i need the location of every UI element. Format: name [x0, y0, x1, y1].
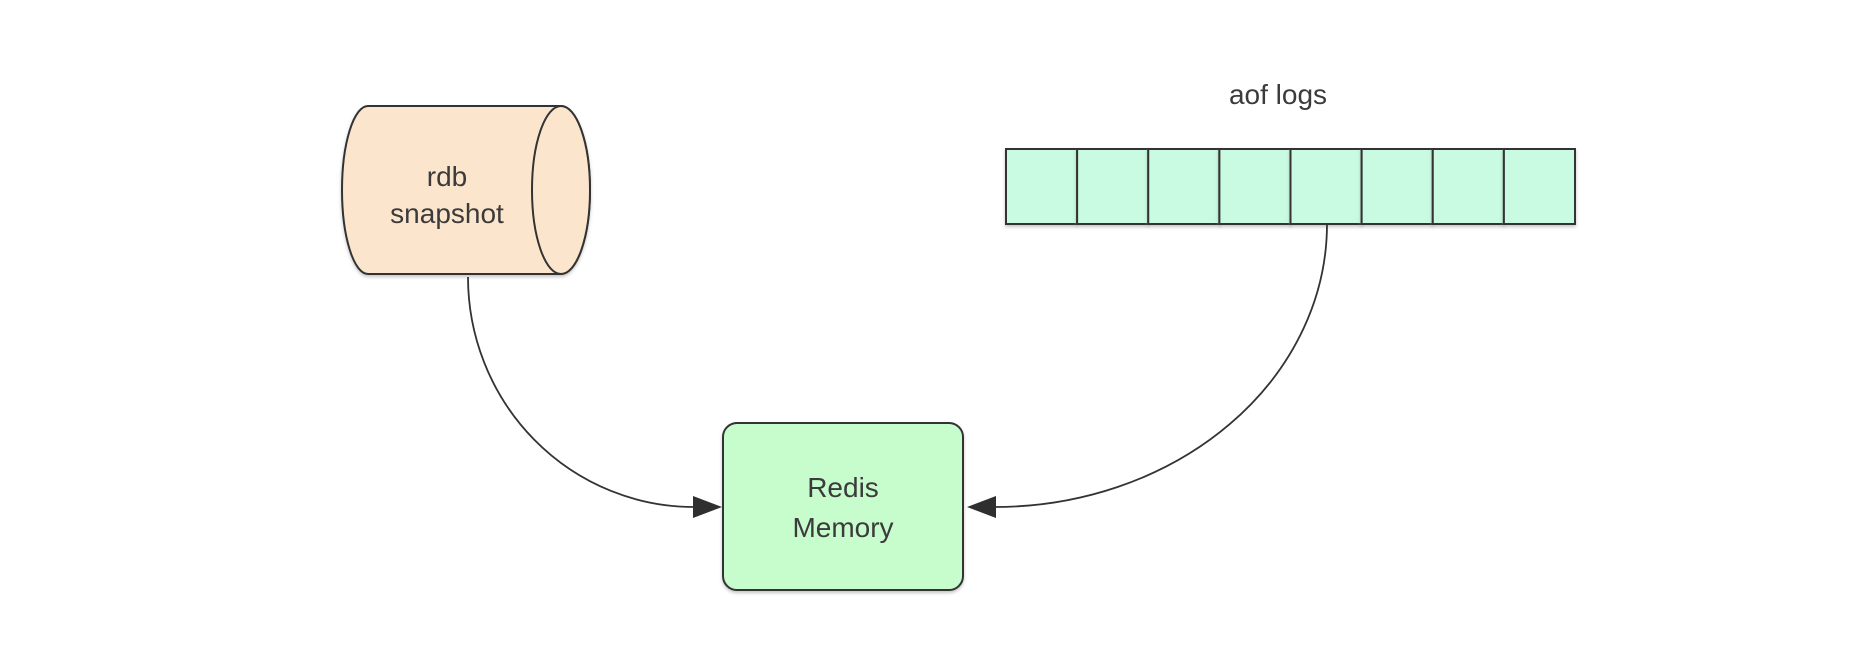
node-redis-memory: Redis Memory — [722, 422, 964, 591]
aof-log-segment — [1431, 148, 1505, 225]
aof-log-segment — [1005, 148, 1079, 225]
redis-label-line1: Redis — [807, 472, 879, 503]
aof-logs-cells — [1005, 148, 1577, 225]
aof-log-segment — [1147, 148, 1221, 225]
node-aof-logs: aof logs — [1005, 79, 1577, 225]
aof-log-segment — [1360, 148, 1434, 225]
aof-logs-title: aof logs — [1229, 79, 1327, 110]
node-rdb-snapshot: rdb snapshot — [341, 105, 591, 275]
rdb-label-line2: snapshot — [390, 198, 504, 229]
redis-memory-box — [722, 422, 964, 591]
aof-log-segment — [1289, 148, 1363, 225]
aof-log-segment — [1502, 148, 1577, 225]
edge-aof-to-redis-line — [994, 223, 1328, 508]
rdb-label-line1: rdb — [427, 161, 467, 192]
edge-rdb-arrowhead-icon — [693, 496, 722, 518]
edge-rdb-to-redis-line — [467, 276, 695, 508]
edge-rdb-to-redis — [467, 276, 722, 518]
aof-log-segment — [1218, 148, 1292, 225]
edge-aof-to-redis — [967, 223, 1328, 518]
edge-aof-arrowhead-icon — [967, 496, 996, 518]
rdb-cylinder-cap — [531, 105, 591, 275]
redis-label-line2: Memory — [792, 512, 893, 543]
aof-log-segment — [1076, 148, 1150, 225]
